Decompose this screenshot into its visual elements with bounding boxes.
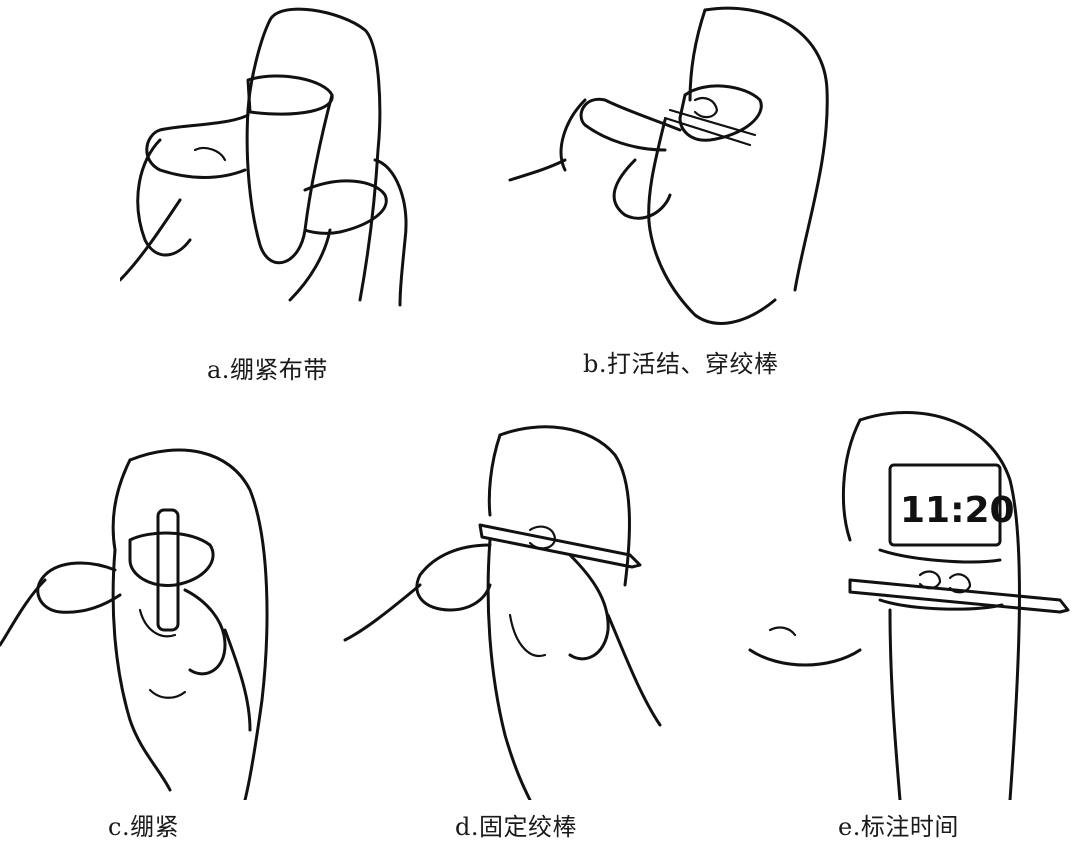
panel-d-illustration	[340, 415, 670, 800]
time-label-illustration: 11:20	[748, 411, 1070, 800]
panel-b-illustration	[505, 0, 845, 330]
tighten-illustration	[0, 448, 269, 800]
panel-e-illustration: 11:20	[740, 400, 1075, 800]
panel-c-illustration	[0, 430, 300, 800]
caption-d: d.固定绞棒	[455, 813, 577, 841]
caption-b: b.打活结、穿绞棒	[583, 350, 779, 378]
arm-strap-illustration	[120, 7, 408, 307]
time-label-text: 11:20	[900, 490, 1015, 531]
knot-stick-illustration	[508, 6, 829, 325]
panel-a-illustration	[120, 0, 440, 310]
caption-a: a.绷紧布带	[207, 356, 328, 384]
caption-e: e.标注时间	[838, 813, 959, 841]
caption-c: c.绷紧	[108, 813, 180, 841]
fix-stick-illustration	[343, 425, 662, 800]
